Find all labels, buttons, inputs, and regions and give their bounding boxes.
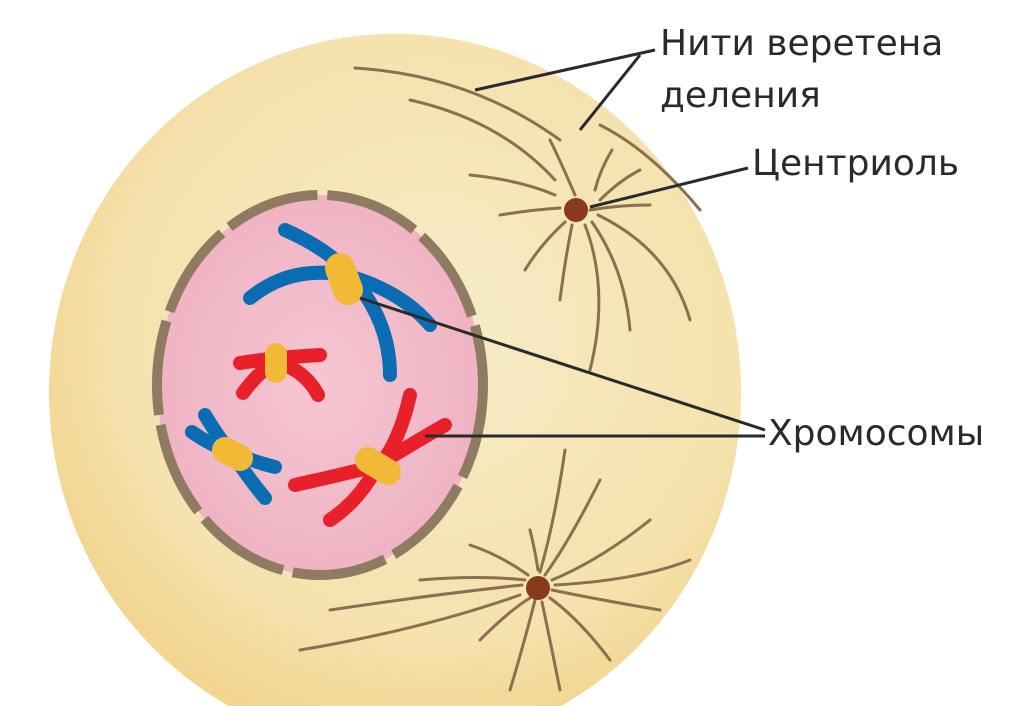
nuclear-envelope — [152, 190, 488, 580]
label-chromosomes: Хромосомы — [768, 413, 985, 454]
centriole-bottom — [526, 576, 550, 600]
leader-lines — [359, 48, 766, 438]
centriole-top — [564, 198, 588, 222]
spindle-fibers — [298, 66, 702, 692]
chromosomes — [185, 223, 452, 527]
centromere — [212, 437, 253, 471]
centromere — [355, 447, 401, 485]
centromere — [325, 253, 363, 305]
label-centriole: Центриоль — [752, 143, 960, 184]
label-spindle-fibers-line1: Нити веретена — [660, 23, 944, 64]
label-spindle-fibers-line2: деления — [660, 75, 821, 116]
